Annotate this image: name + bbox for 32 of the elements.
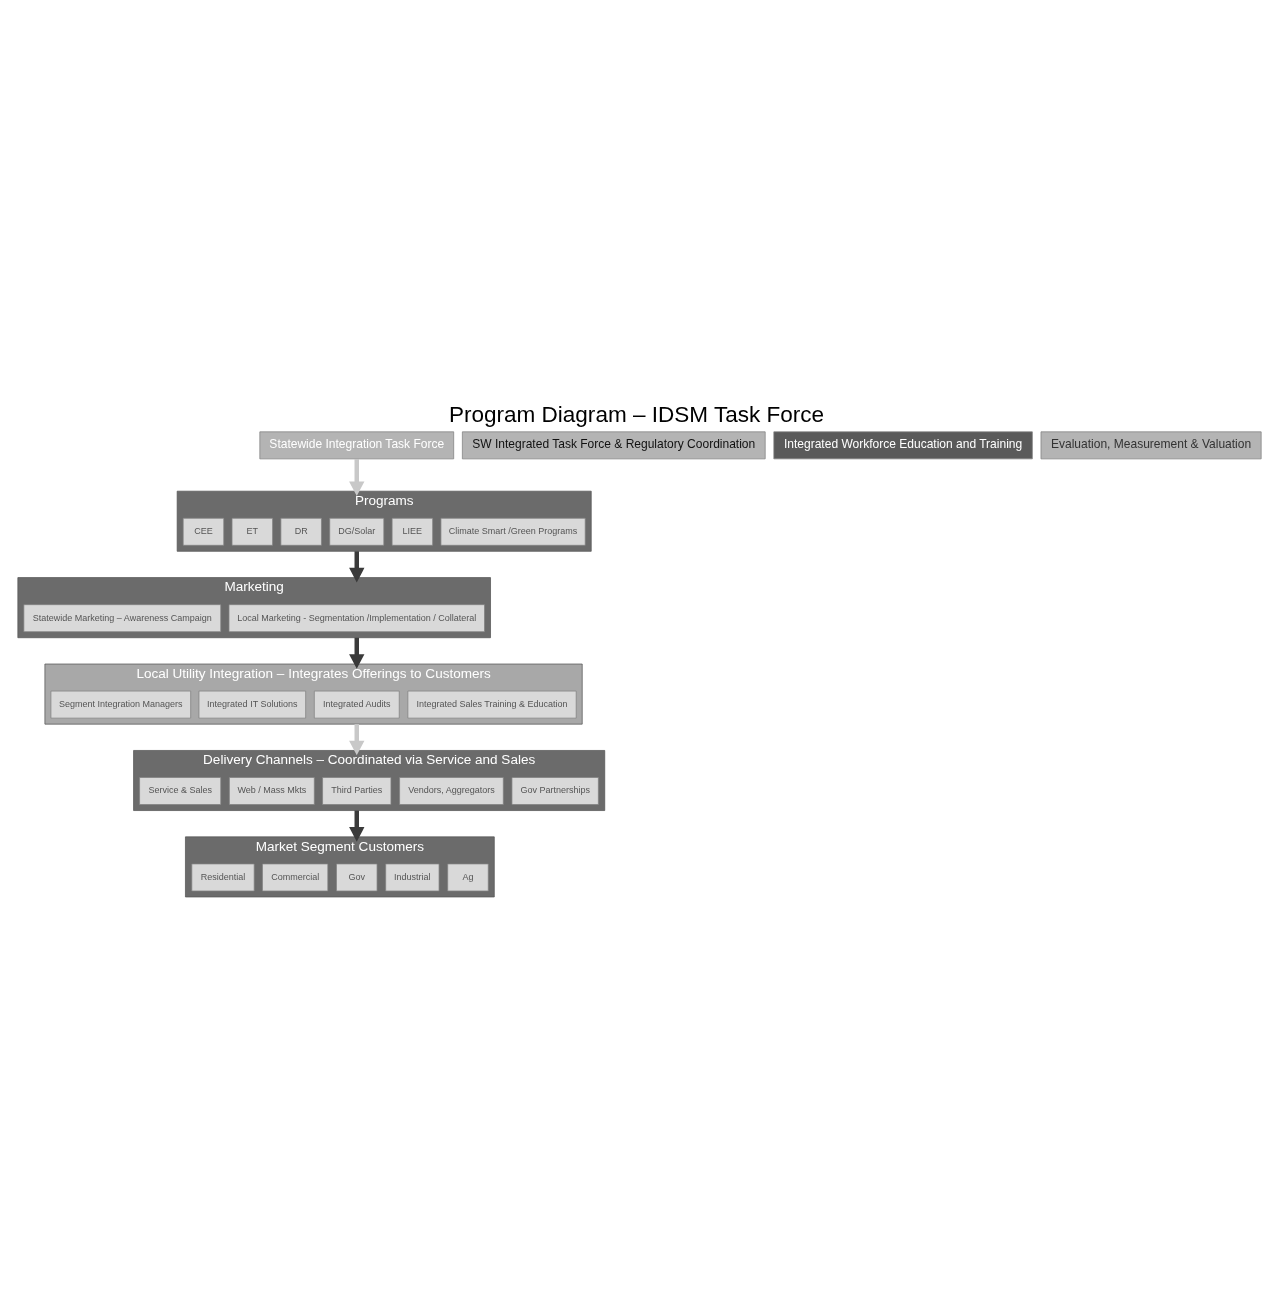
node-box: Climate Smart /Green Programs <box>440 517 586 546</box>
node-box: Integrated Sales Training & Education <box>407 690 577 718</box>
node-box: DR <box>280 517 322 546</box>
node-box: Industrial <box>385 863 440 891</box>
node-box: Segment Integration Managers <box>50 690 192 718</box>
arrow <box>349 723 365 755</box>
node-box: Integrated Workforce Education and Training <box>773 430 1033 459</box>
node-box: Integrated Audits <box>313 690 400 718</box>
node-box: Integrated IT Solutions <box>198 690 307 718</box>
arrow <box>349 810 365 842</box>
node-box: Statewide Integration Task Force <box>259 430 455 459</box>
node-box: ET <box>231 517 273 546</box>
node-box: Local Marketing - Segmentation /Implementation / Collateral <box>228 603 485 632</box>
node-box: Service & Sales <box>139 776 222 805</box>
arrow <box>349 458 365 496</box>
node-box: Gov <box>336 863 378 891</box>
node-box: DG/Solar <box>329 517 385 546</box>
diagram-title: Program Diagram – IDSM Task Force <box>448 401 825 427</box>
node-box: CEE <box>182 517 225 546</box>
arrow <box>349 550 365 582</box>
node-box: LIEE <box>391 517 434 546</box>
node-box: Residential <box>191 863 255 891</box>
node-box: Ag <box>447 863 489 891</box>
node-box: Gov Partnerships <box>511 776 599 805</box>
arrow <box>349 637 365 669</box>
node-box: Web / Mass Mkts <box>229 776 315 805</box>
node-box: Third Parties <box>322 776 392 805</box>
node-box: Evaluation, Measurement & Valuation <box>1040 430 1262 459</box>
node-box: Vendors, Aggregators <box>399 776 504 805</box>
node-box: SW Integrated Task Force & Regulatory Coordination <box>461 430 766 459</box>
node-box: Statewide Marketing – Awareness Campaign <box>23 603 222 632</box>
node-box: Commercial <box>262 863 329 891</box>
